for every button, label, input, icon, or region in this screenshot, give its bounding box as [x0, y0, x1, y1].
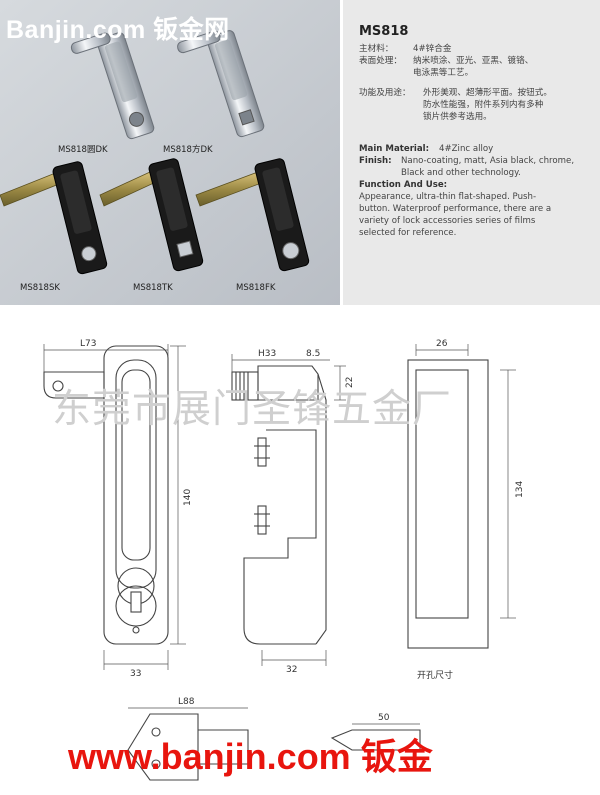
en-material-label: Main Material: [359, 144, 430, 154]
dim-8-5: 8.5 [306, 349, 320, 359]
handle-photo-tk [99, 158, 204, 272]
en-finish-value-2: Black and other technology. [401, 168, 521, 178]
cn-material-value: 4#锌合金 [413, 44, 452, 54]
watermark-banjin-top: Banjin.com 钣金网 [6, 16, 230, 44]
dim-50: 50 [378, 713, 390, 723]
en-use-label: Function And Use: [359, 180, 448, 190]
en-use-line-2: button. Waterproof performance, there ar… [359, 204, 552, 214]
dim-140: 140 [183, 489, 193, 506]
caption-tk: MS818TK [133, 283, 173, 293]
model-title: MS818 [359, 24, 409, 39]
watermark-banjin-bottom: www.banjin.com 钣金 [68, 736, 433, 777]
cn-finish-label: 表面处理： [359, 56, 402, 66]
spec-panel: MS818 主材料： 4#锌合金 表面处理： 纳米喷涂、亚光、亚黑、镀铬、 电泳… [343, 0, 600, 305]
cn-finish-value-2: 电泳黑等工艺。 [413, 68, 474, 78]
cn-material-label: 主材料： [359, 44, 394, 54]
dim-134: 134 [515, 481, 525, 498]
product-photo-panel: Banjin.com 钣金网 MS818圆DK MS818方DK MS818SK… [0, 0, 340, 305]
handle-photo-sk [0, 161, 108, 275]
cn-use-value-2: 防水性能强，附件系列内有多种 [423, 100, 544, 110]
handle-photo-fk [195, 158, 310, 272]
dim-32: 32 [286, 665, 297, 675]
caption-sk: MS818SK [20, 283, 60, 293]
technical-drawing: L73 140 33 H33 8.5 22 32 26 134 L88 50 [43, 339, 525, 781]
caption-fk: MS818FK [236, 283, 276, 293]
product-photos [0, 0, 340, 305]
cn-use-value-1: 外形美观、超薄形平面。按钮式。 [423, 88, 552, 98]
front-view [43, 345, 169, 645]
cn-finish-value-1: 纳米喷涂、亚光、亚黑、镀铬、 [413, 56, 534, 66]
dim-33: 33 [130, 669, 141, 679]
caption-round-dk: MS818圆DK [58, 145, 108, 155]
cn-use-value-3: 锁片供参考选用。 [423, 112, 492, 122]
side-view [231, 365, 327, 645]
handle-photo-square-dk [177, 30, 265, 138]
dim-22: 22 [345, 377, 355, 388]
dim-26: 26 [436, 339, 448, 349]
handle-photo-round-dk [70, 32, 155, 140]
cutout-size-label: 开孔尺寸 [417, 671, 454, 681]
cn-use-label: 功能及用途： [359, 88, 411, 98]
en-use-line-1: Appearance, ultra-thin flat-shaped. Push… [359, 192, 537, 202]
en-material-value: 4#Zinc alloy [439, 144, 494, 154]
en-use-line-4: selected for reference. [359, 228, 457, 238]
watermark-factory: 东莞市展门圣锋五金厂 [52, 387, 453, 432]
dim-l88: L88 [178, 697, 195, 707]
en-finish-value-1: Nano-coating, matt, Asia black, chrome, [401, 156, 575, 166]
dim-l73: L73 [80, 339, 96, 349]
cutout-view [407, 359, 489, 649]
caption-square-dk: MS818方DK [163, 145, 213, 155]
blade-view [127, 713, 421, 781]
dimension-labels: L73 140 33 H33 8.5 22 32 26 134 L88 50 [80, 339, 525, 723]
en-finish-label: Finish: [359, 156, 392, 166]
en-use-line-3: variety of lock accessories series of fi… [359, 216, 536, 226]
dim-h33: H33 [258, 349, 276, 359]
